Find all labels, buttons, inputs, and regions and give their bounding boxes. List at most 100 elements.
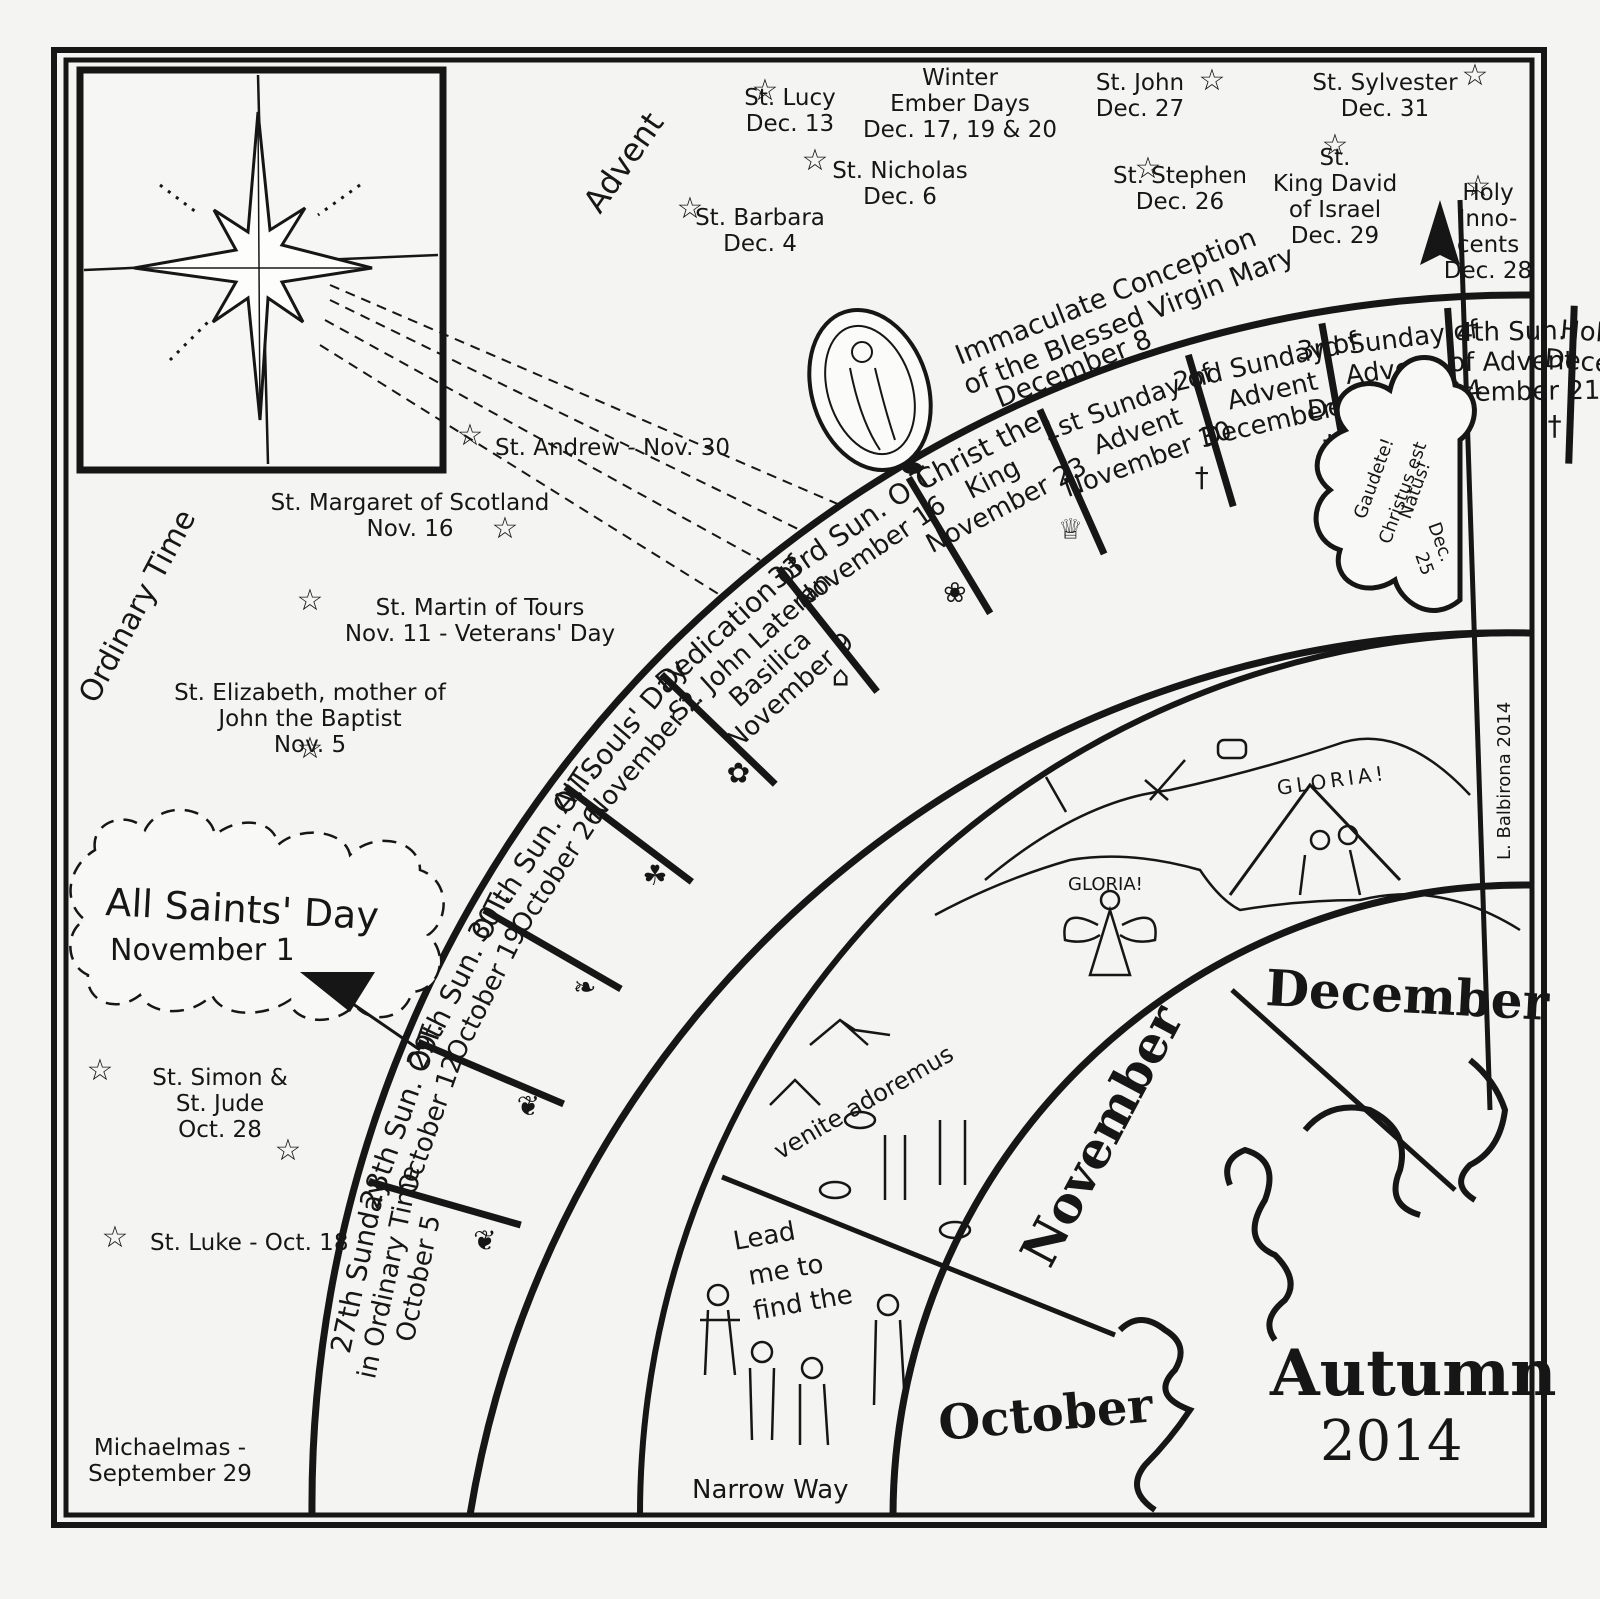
feast-name: St. Elizabeth, mother of <box>174 680 447 706</box>
feast-date: Nov. 5 <box>274 732 346 758</box>
outer-frame <box>51 47 1547 1528</box>
oak-leaf-icon: ☘ <box>642 859 667 892</box>
feast-date: Dec. 28 <box>1444 258 1532 284</box>
feast-name: St. Nicholas <box>832 158 968 184</box>
all-saints-date: November 1 <box>110 933 295 968</box>
gloria-label-2: GLORIA! <box>1068 874 1143 895</box>
sunday-divider <box>905 476 994 616</box>
feast-name: St. Sylvester <box>1312 70 1458 96</box>
flower-icon: ✿ <box>727 757 750 790</box>
season-year: 2014 <box>1320 1409 1463 1474</box>
feast-name2: Inno- <box>1459 206 1518 232</box>
star-icon: ☆ <box>1199 63 1226 98</box>
plant-icon: ❀ <box>943 576 966 609</box>
feast-date: Oct. 28 <box>178 1117 262 1143</box>
star-icon: ☆ <box>1135 151 1162 186</box>
arrow-to-all-saints <box>300 972 421 1052</box>
star-icon: ☆ <box>297 583 324 618</box>
sunday-divider <box>416 1038 565 1108</box>
star-icon: ☆ <box>1322 128 1349 163</box>
feast-name: Winter <box>922 65 998 91</box>
feast-name: St. <box>1320 145 1351 171</box>
feast-name2: St. Jude <box>176 1091 264 1117</box>
feast-name: St. Luke - Oct. 18 <box>150 1230 348 1256</box>
sunday-subtitle: of Advent <box>1449 346 1575 378</box>
crown-icon: ♕ <box>1058 513 1083 546</box>
feast-date: September 29 <box>88 1461 252 1487</box>
feast-date: Dec. 6 <box>863 184 937 210</box>
feast-name: St. Lucy <box>744 85 835 111</box>
candle-icon: † <box>1195 461 1209 494</box>
sunday-divider <box>1036 408 1108 556</box>
feast-name: St. Martin of Tours <box>376 595 585 621</box>
immaculate-medallion <box>807 307 933 474</box>
feast-date: Dec. 29 <box>1291 223 1379 249</box>
calendar-arcs <box>308 291 1533 1516</box>
feast-name: St. Andrew - Nov. 30 <box>495 435 730 461</box>
star-icon: ☆ <box>1462 58 1489 93</box>
feast-name: St. Barbara <box>695 205 825 231</box>
sunday-title: 4th Sun. <box>1456 316 1566 348</box>
feast-name2: King David <box>1273 171 1397 197</box>
feast-date: Nov. 11 - Veterans' Day <box>345 621 615 647</box>
narrow-way-label: Narrow Way <box>692 1475 849 1505</box>
feast-st-luke: St. Luke - Oct. 18 <box>150 1230 348 1256</box>
autumn-river <box>1117 1057 1509 1513</box>
feast-michaelmas: Michaelmas -September 29 <box>88 1435 252 1487</box>
artist-signature: L. Balbirona 2014 <box>1494 702 1515 860</box>
sunday-divider <box>482 906 623 993</box>
fern-icon: ❧ <box>573 970 596 1003</box>
sunday-divider <box>367 1178 522 1229</box>
feast-name: St. Simon & <box>152 1065 288 1091</box>
star-icon: ☆ <box>1465 169 1492 204</box>
sunday-divider <box>659 671 778 787</box>
star-icon: ☆ <box>492 511 519 546</box>
sunday-divider <box>1184 353 1237 508</box>
candle-icon: † <box>1548 409 1562 442</box>
season-title: Autumn <box>1269 1336 1557 1411</box>
star-box <box>76 66 447 474</box>
feast-date: Nov. 16 <box>367 516 454 542</box>
pilgrim-figures <box>700 1283 907 1446</box>
inner-frame <box>63 57 1535 1518</box>
feast-date: Dec. 26 <box>1136 189 1224 215</box>
star-icon: ☆ <box>102 1220 129 1255</box>
all-saints-cloud <box>69 808 445 1022</box>
sunday-divider <box>776 565 880 694</box>
leaf-icon: ❦ <box>473 1224 496 1257</box>
star-icon: ☆ <box>802 143 829 178</box>
star-icon: ☆ <box>677 191 704 226</box>
star-rays <box>319 284 841 596</box>
feast-name3: cents <box>1457 232 1519 258</box>
feast-date: Dec. 27 <box>1096 96 1184 122</box>
sunday-divider <box>563 784 694 885</box>
feast-name: St. John <box>1096 70 1184 96</box>
angel-icon <box>1063 889 1157 977</box>
feast-date: Dec. 31 <box>1341 96 1429 122</box>
feast-name2: John the Baptist <box>216 706 401 732</box>
month-dividers <box>721 199 1493 1338</box>
sunday-dividers <box>367 305 1578 1229</box>
christmas-cloud <box>1313 355 1477 613</box>
star-icon: ☆ <box>752 73 779 108</box>
feast-name3: of Israel <box>1289 197 1381 223</box>
basilica-icon: ⌂ <box>832 659 850 692</box>
feast-name: St. Stephen <box>1113 163 1247 189</box>
star-icon: ☆ <box>457 418 484 453</box>
feast-date: Dec. 17, 19 & 20 <box>863 117 1057 143</box>
feast-name: St. Margaret of Scotland <box>271 490 550 516</box>
